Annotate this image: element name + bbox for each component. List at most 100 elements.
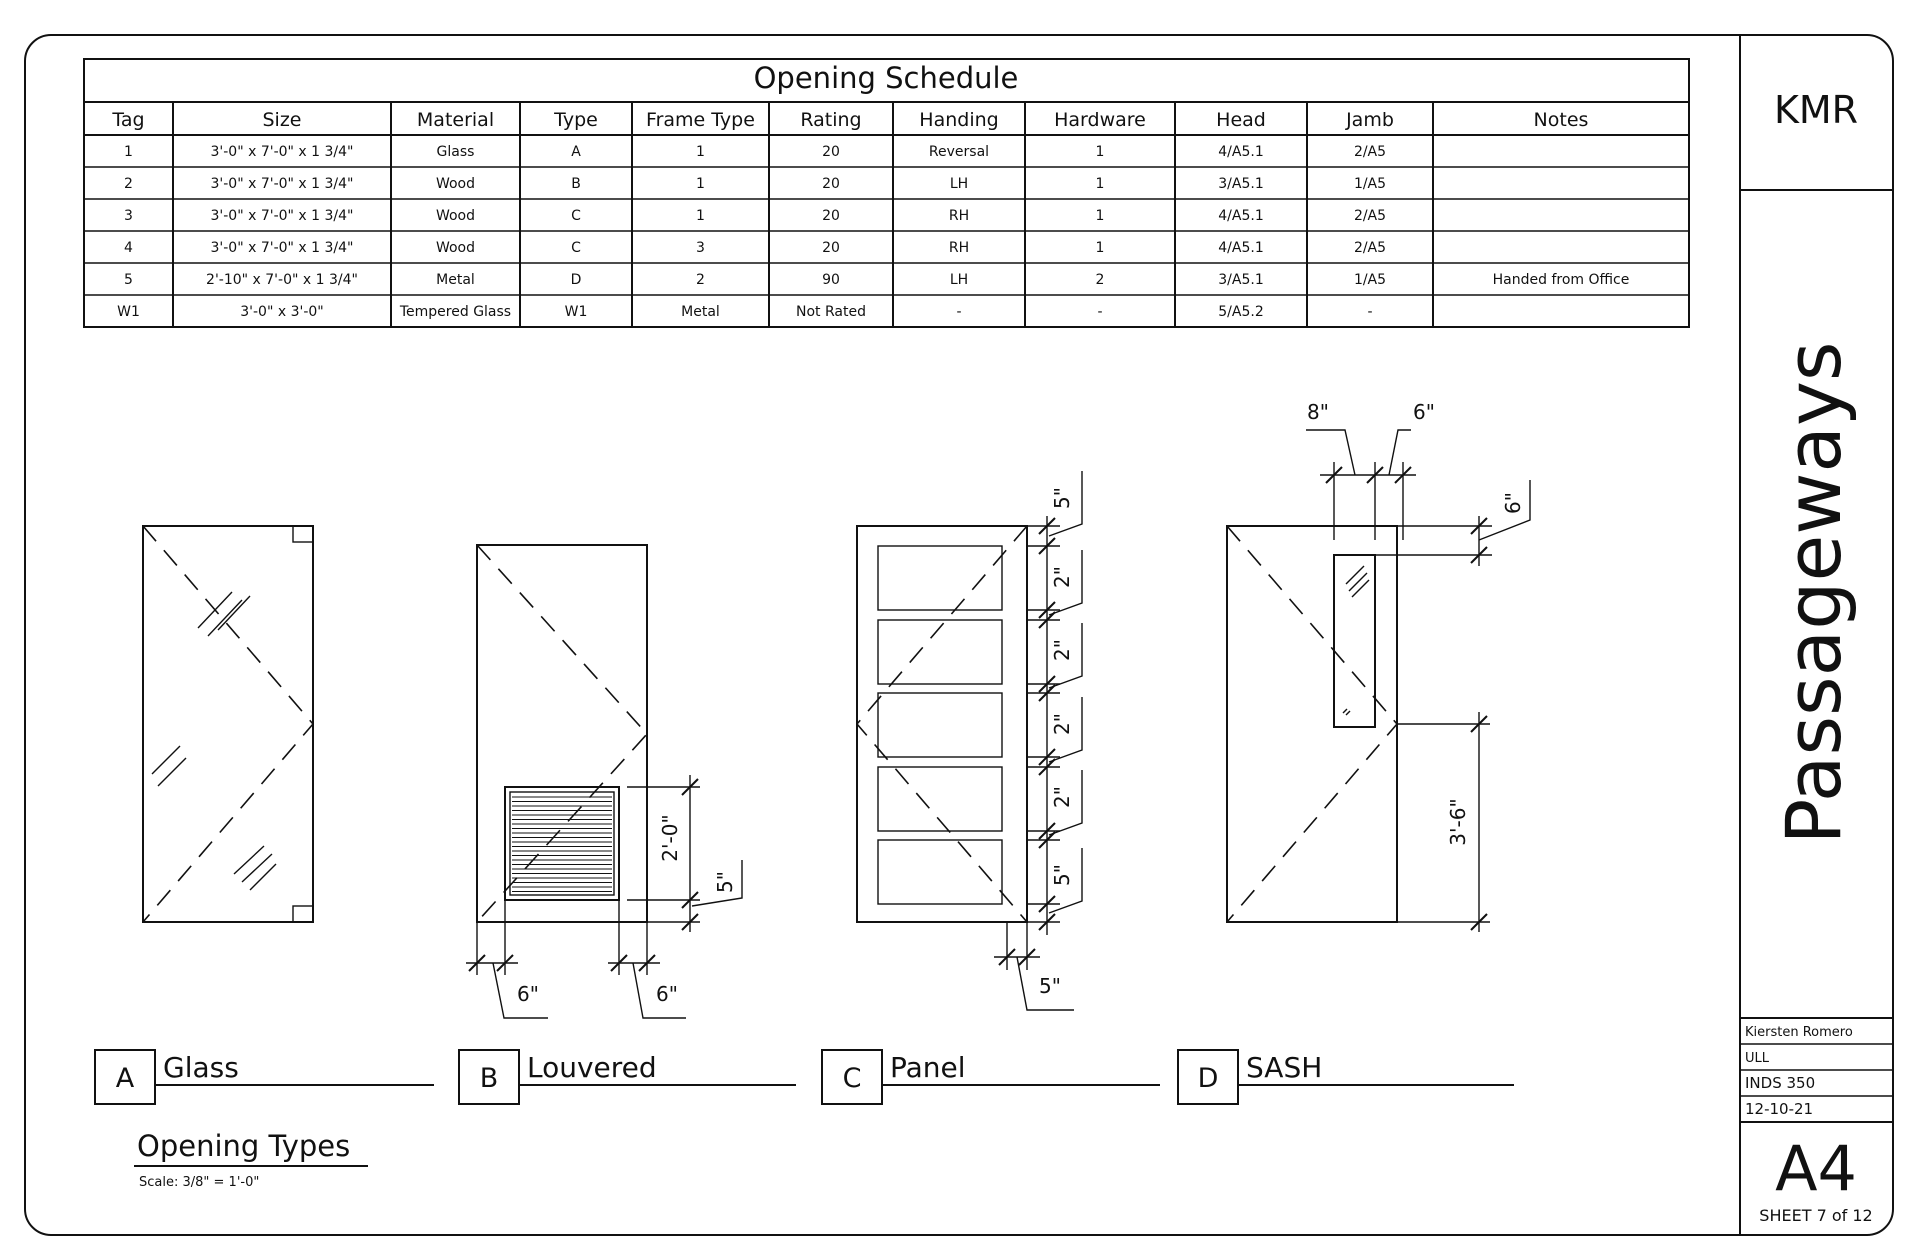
table-cell: 1	[124, 144, 133, 160]
table-cell: 20	[822, 240, 840, 256]
table-cell: LH	[950, 272, 968, 288]
column-header: Size	[262, 109, 301, 131]
schedule-title: Opening Schedule	[754, 61, 1019, 95]
table-cell: -	[956, 304, 961, 320]
table-cell: Tempered Glass	[399, 304, 511, 320]
table-cell: 2	[1096, 272, 1105, 288]
table-cell: Wood	[436, 176, 475, 192]
table-cell: 2	[696, 272, 705, 288]
column-header: Tag	[111, 109, 144, 131]
dim-right-margin: 6"	[656, 982, 678, 1006]
column-header: Handing	[919, 109, 998, 131]
table-cell: 2/A5	[1354, 208, 1386, 224]
school-name: ULL	[1745, 1051, 1770, 1066]
table-cell: 1/A5	[1354, 272, 1386, 288]
table-cell: A	[571, 144, 581, 160]
dim-left-margin: 6"	[517, 982, 539, 1006]
table-cell: 3'-0" x 7'-0" x 1 3/4"	[210, 144, 353, 160]
column-header: Rating	[800, 109, 861, 131]
dim-side: 5"	[1039, 974, 1061, 998]
title-block: KMR Passageways Kiersten Romero ULL INDS…	[1740, 88, 1893, 1225]
table-cell: 20	[822, 144, 840, 160]
table-cell: Not Rated	[796, 304, 866, 320]
table-cell: 3	[696, 240, 705, 256]
drawing-date: 12-10-21	[1745, 1100, 1813, 1118]
table-cell: 4	[124, 240, 133, 256]
table-cell: RH	[949, 240, 969, 256]
table-cell: 1	[696, 176, 705, 192]
table-cell: Glass	[437, 144, 475, 160]
sheet-count: SHEET 7 of 12	[1759, 1206, 1872, 1225]
table-cell: 1	[696, 144, 705, 160]
table-cell: 4/A5.1	[1218, 144, 1263, 160]
door-elevation-c-panel: 5"2"2"2"2"5" 5"	[855, 471, 1083, 1011]
dim-louver-bottom: 5"	[713, 871, 737, 893]
table-cell: 2/A5	[1354, 240, 1386, 256]
view-scale: Scale: 3/8" = 1'-0"	[139, 1175, 259, 1190]
sheet-title: Passageways	[1769, 341, 1858, 844]
table-cell: 3/A5.1	[1218, 176, 1263, 192]
table-cell: 2/A5	[1354, 144, 1386, 160]
table-cell: LH	[950, 176, 968, 192]
table-cell: C	[571, 240, 581, 256]
table-cell: 3'-0" x 7'-0" x 1 3/4"	[210, 176, 353, 192]
table-cell: 2'-10" x 7'-0" x 1 3/4"	[206, 272, 358, 288]
column-header: Frame Type	[646, 109, 755, 131]
table-cell: 3	[124, 208, 133, 224]
type-letter: C	[843, 1063, 862, 1094]
type-name: Panel	[890, 1051, 966, 1084]
table-cell: Handed from Office	[1493, 272, 1630, 288]
type-label-c: C Panel	[821, 1049, 1160, 1105]
view-title-block: Opening Types Scale: 3/8" = 1'-0"	[134, 1129, 368, 1190]
louver-grille	[504, 786, 620, 901]
table-cell: 1	[1096, 208, 1105, 224]
table-cell: Reversal	[929, 144, 989, 160]
glass-reflection-marks	[151, 591, 277, 891]
table-cell: -	[1367, 304, 1372, 320]
dim-panel-gap: 2"	[1050, 639, 1074, 661]
company-initials: KMR	[1774, 88, 1858, 132]
table-cell: Wood	[436, 208, 475, 224]
table-cell: Metal	[436, 272, 475, 288]
column-header: Type	[553, 109, 598, 131]
course-number: INDS 350	[1745, 1074, 1815, 1092]
table-cell: 1	[696, 208, 705, 224]
dim-louver-height: 2'-0"	[658, 814, 682, 861]
table-cell: 3'-0" x 7'-0" x 1 3/4"	[210, 208, 353, 224]
table-cell: 1/A5	[1354, 176, 1386, 192]
type-name: Glass	[163, 1051, 239, 1084]
column-header: Material	[417, 109, 494, 131]
column-header: Jamb	[1345, 109, 1394, 131]
type-name: Louvered	[527, 1051, 657, 1084]
table-cell: 3/A5.1	[1218, 272, 1263, 288]
designer-name: Kiersten Romero	[1745, 1025, 1853, 1040]
dim-panel-gap: 2"	[1050, 566, 1074, 588]
dim-panel-bottom: 5"	[1050, 864, 1074, 886]
sheet-number: A4	[1775, 1132, 1857, 1205]
dim-panel-gap: 2"	[1050, 786, 1074, 808]
table-cell: RH	[949, 208, 969, 224]
column-header: Notes	[1534, 109, 1589, 131]
table-cell: B	[571, 176, 581, 192]
dim-sash-height: 3'-6"	[1446, 798, 1470, 845]
column-header: Hardware	[1054, 109, 1146, 131]
type-label-b: B Louvered	[458, 1049, 796, 1105]
table-cell: W1	[117, 304, 140, 320]
dim-panel-top: 5"	[1050, 487, 1074, 509]
table-cell: 4/A5.1	[1218, 240, 1263, 256]
table-cell: -	[1097, 304, 1102, 320]
opening-schedule-table: Opening Schedule Tag Size Material Type Fram…	[83, 58, 1690, 328]
type-letter: B	[480, 1063, 499, 1094]
dim-lite-left: 8"	[1307, 400, 1329, 424]
table-cell: 20	[822, 176, 840, 192]
type-name: SASH	[1246, 1051, 1322, 1084]
table-cell: 1	[1096, 176, 1105, 192]
table-cell: 3'-0" x 7'-0" x 1 3/4"	[210, 240, 353, 256]
table-cell: 4/A5.1	[1218, 208, 1263, 224]
table-cell: 20	[822, 208, 840, 224]
door-elevation-d-sash: 8" 6" 6" 3'-6"	[1226, 400, 1531, 932]
